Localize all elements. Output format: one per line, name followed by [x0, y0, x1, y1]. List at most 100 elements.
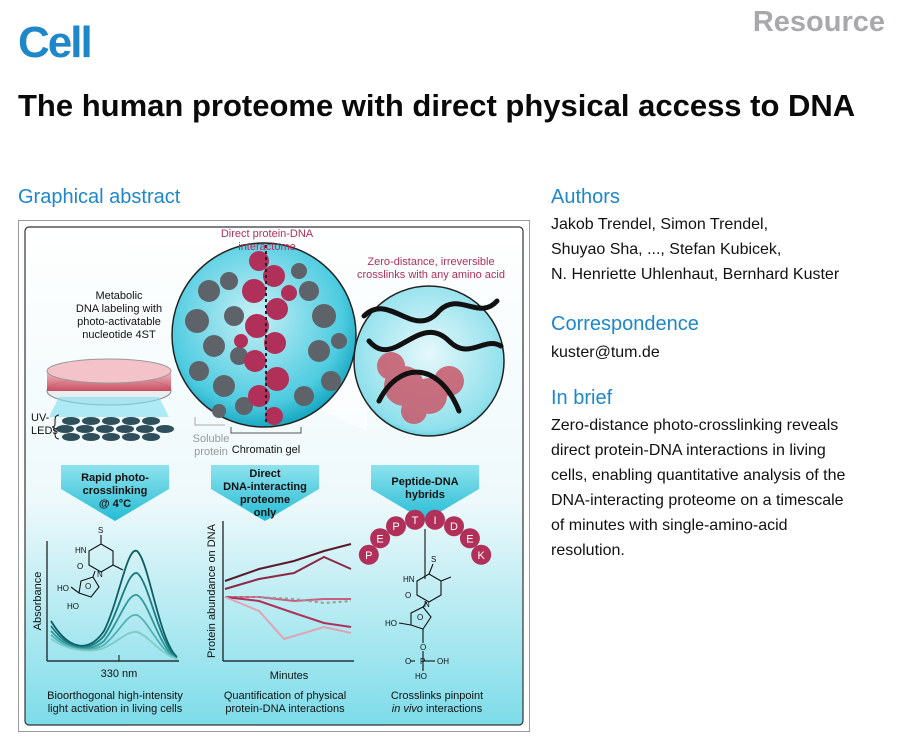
in-brief-line-2: direct protein-DNA interactions in livin… [551, 442, 826, 459]
abundance-axis-label: Protein abundance on DNA [206, 523, 218, 658]
chem-label-n1: N [97, 570, 103, 579]
uv-led-label-2: LEDs [31, 425, 58, 437]
soluble-label-1: Soluble [193, 433, 230, 445]
chem-label-o6: O [405, 657, 411, 666]
caption3-line1: Crosslinks pinpoint [391, 690, 483, 702]
peptide-bead-letter: P [365, 550, 372, 562]
chem-label-o5: O [420, 643, 426, 652]
chem-label-s2: S [431, 555, 436, 564]
arrow2-label-3: proteome [240, 494, 290, 506]
chem-label-ho2: HO [67, 602, 79, 611]
caption1-line2: light activation in living cells [48, 703, 183, 715]
uv-led-label-1: UV- [31, 412, 50, 424]
chromatin-label: Chromatin gel [232, 444, 300, 456]
wavelength-label: 330 nm [101, 668, 138, 680]
peptide-bead [386, 516, 406, 537]
soluble-bracket [194, 417, 225, 426]
peptide-bead [405, 509, 425, 530]
peptide-bead [425, 509, 445, 530]
arrow2-label-4: only [254, 507, 277, 519]
dna-helix [361, 298, 504, 414]
peptide-bead-letter: K [478, 550, 486, 562]
peptide-dna-hybrid-panel [398, 529, 452, 671]
interactome-label-1: Direct protein-DNA [221, 228, 314, 240]
chem-label-o1: O [77, 562, 83, 571]
chem-label-ho3: HO [385, 619, 397, 628]
arrow1-label-2: crosslinking [83, 485, 148, 497]
dna-bound-protein-blobs [234, 251, 297, 425]
graphical-abstract-figure: Direct protein-DNA interactome Zero-dist… [18, 220, 530, 732]
arrow3-label-1: Peptide-DNA [391, 476, 458, 488]
in-brief-line-1: Zero-distance photo-crosslinking reveals [551, 417, 839, 434]
chem-label-o2: O [85, 582, 91, 591]
in-brief-line-4: DNA-interacting proteome on a timescale [551, 492, 844, 509]
metabolic-label-2: DNA labeling with [76, 303, 162, 315]
peptide-bead-letter: E [376, 533, 383, 545]
author-line-1: Jakob Trendel, Simon Trendel, [551, 216, 769, 233]
journal-logo: Cell [18, 18, 93, 67]
chromatin-bracket [230, 427, 302, 434]
graphical-abstract-heading: Graphical abstract [18, 186, 181, 208]
metabolic-label-3: photo-activatable [77, 316, 161, 328]
authors-heading: Authors [551, 186, 620, 208]
arrow-photo-crosslinking [61, 465, 169, 521]
abundance-timecourse-panel [222, 521, 354, 662]
peptide-bead-letter: E [466, 533, 473, 545]
arrow2-label-1: Direct [249, 468, 281, 480]
caption3-line2: in vivo interactions [392, 703, 483, 715]
chem-label-ho4: HO [415, 672, 427, 681]
author-line-2: Shuyao Sha, ..., Stefan Kubicek, [551, 241, 782, 258]
soluble-label-2: protein [194, 446, 228, 458]
caption2-line2: protein-DNA interactions [225, 703, 345, 715]
peptide-bead-letter: T [412, 515, 419, 527]
uv-led-array [56, 417, 174, 441]
uv-led-brace [51, 414, 60, 440]
peptide-bead [459, 528, 480, 549]
arrow-peptide-hybrids [371, 465, 479, 521]
chem-label-hn2: HN [403, 575, 415, 584]
peptide-bead [370, 528, 391, 549]
peptide-bead-letter: I [433, 515, 436, 527]
protein-structure [377, 352, 464, 424]
in-brief-line-3: cells, enabling quantitative analysis of… [551, 467, 846, 484]
crosslink-label-1: Zero-distance, irreversible [367, 256, 494, 268]
caption2-line1: Quantification of physical [224, 690, 346, 702]
arrow2-label-2: DNA-interacting [223, 481, 307, 493]
chem-label-s1: S [98, 526, 103, 535]
absorbance-spectrum-panel [46, 535, 179, 662]
peptide-bead-letter: D [450, 521, 458, 533]
crosslink-label-2: crosslinks with any amino acid [357, 269, 505, 281]
peptide-bead [444, 516, 464, 537]
arrow1-label-3: @ 4°C [99, 498, 131, 510]
in-brief-heading: In brief [551, 387, 613, 409]
minutes-axis-label: Minutes [270, 670, 309, 682]
peptide-bead [471, 544, 492, 565]
uv-light-beam [49, 397, 169, 417]
correspondence-heading: Correspondence [551, 313, 699, 335]
interactome-label-2: interactome [238, 241, 295, 253]
author-line-3: N. Henriette Uhlenhaut, Bernhard Kuster [551, 266, 840, 283]
peptide-bead-letter: P [392, 521, 399, 533]
correspondence-email[interactable]: kuster@tum.de [551, 344, 660, 361]
article-type: Resource [752, 6, 885, 38]
chem-label-hn1: HN [75, 546, 87, 555]
arrow3-label-2: hybrids [405, 489, 445, 501]
metabolic-label-4: nucleotide 4ST [82, 329, 156, 341]
chem-label-oh: OH [437, 657, 449, 666]
chem-label-n2: N [424, 600, 430, 609]
in-brief-line-5: of minutes with single-amino-acid [551, 517, 788, 534]
chem-label-o4: O [417, 613, 423, 622]
chem-label-o3: O [405, 591, 411, 600]
metabolic-label-1: Metabolic [95, 290, 143, 302]
chem-label-p: P [420, 657, 425, 666]
chem-label-ho1: HO [57, 584, 69, 593]
caption1-line1: Bioorthogonal high-intensity [47, 690, 183, 702]
paper-title: The human proteome with direct physical … [18, 88, 856, 123]
arrow-direct-proteome [211, 465, 319, 521]
arrow1-label-1: Rapid photo- [81, 472, 149, 484]
in-brief-line-6: resolution. [551, 542, 625, 559]
absorbance-axis-label: Absorbance [32, 572, 44, 631]
soluble-protein-blobs [185, 263, 347, 418]
caption3-italic: in vivo [392, 703, 423, 715]
